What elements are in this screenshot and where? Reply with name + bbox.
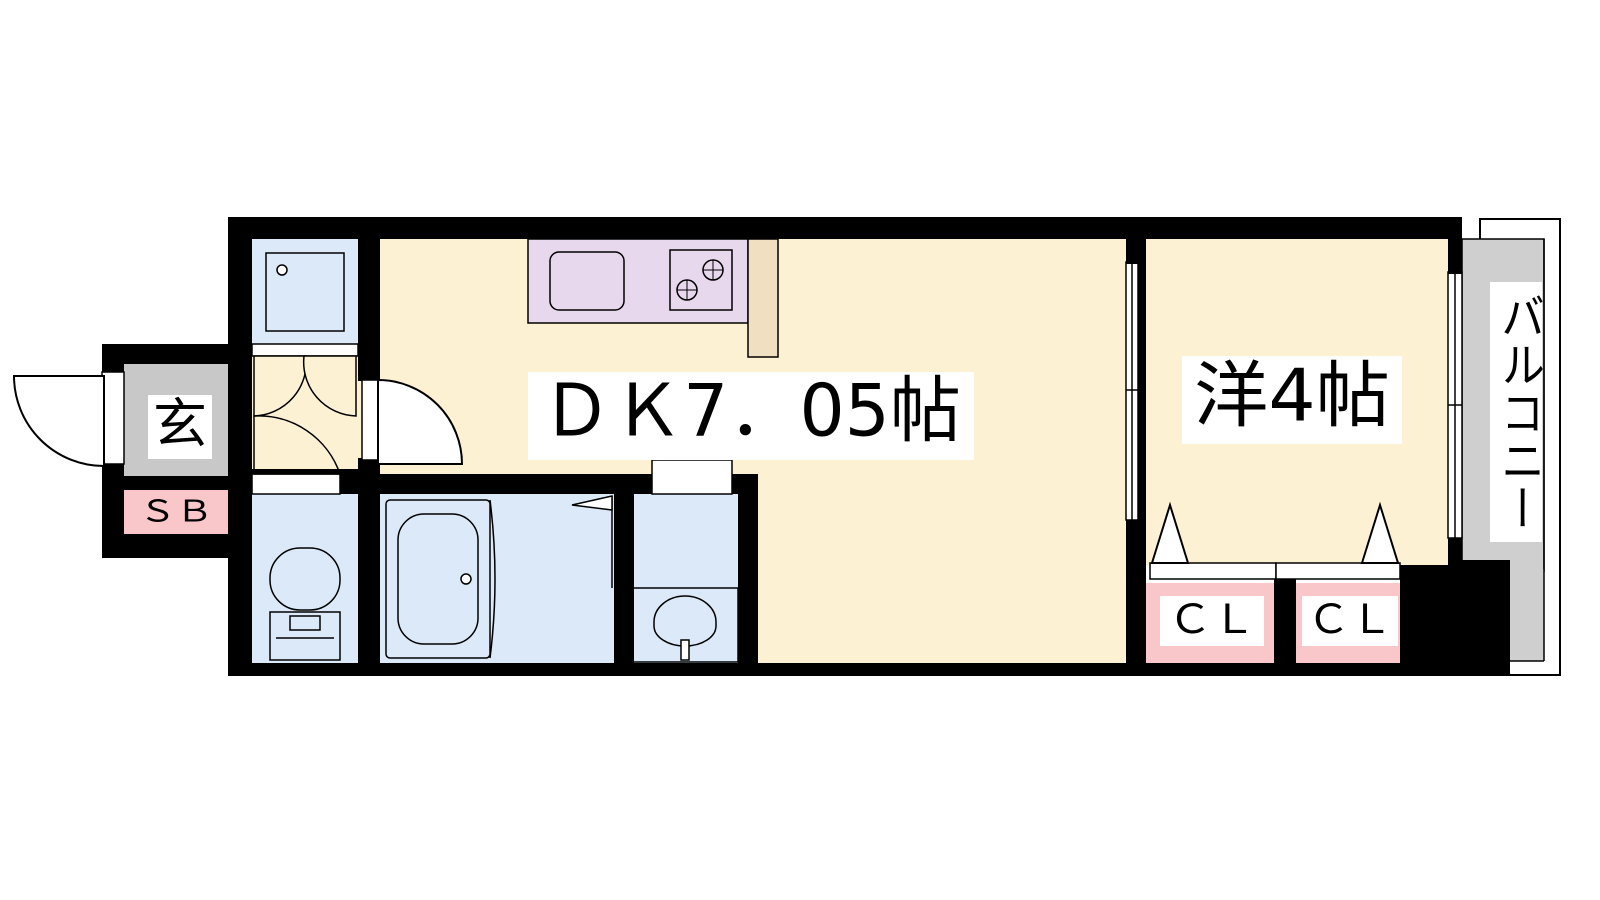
closet-door-right-icon (1360, 501, 1400, 564)
balcony-window[interactable] (1447, 271, 1463, 539)
sink-icon (549, 251, 625, 311)
shoe-box-label: ＳＢ (139, 495, 213, 530)
closet-left-rail (1149, 562, 1277, 580)
door-openings (251, 343, 733, 495)
washroom (631, 494, 739, 663)
western-room-label: 洋4帖 (1194, 354, 1390, 438)
closet-right-rail (1275, 562, 1401, 580)
closet-right-label-inner (1302, 596, 1398, 646)
bathroom (380, 494, 614, 663)
structural-post (747, 238, 779, 358)
shoe-box-label-bg (124, 490, 228, 534)
dk-door-icon[interactable] (377, 378, 464, 465)
closet-divider (1274, 565, 1296, 663)
entrance-label: 玄 (153, 393, 207, 456)
sliding-door[interactable] (1125, 261, 1139, 521)
interior-walls (228, 239, 1462, 663)
dk-label-bg (528, 372, 974, 460)
closet-left-label: ＣＬ (1168, 597, 1256, 643)
entry-door-icon[interactable] (12, 375, 105, 468)
balcony-label: バルコニー (1493, 292, 1544, 532)
dk-room-label: ＤＫ7．05帖 (541, 369, 961, 453)
entrance-label-bg (148, 395, 212, 459)
washing-machine-space (252, 239, 358, 344)
toilet-door-icon[interactable] (253, 415, 342, 475)
closet-door-left-icon (1150, 501, 1190, 564)
toilet-room (252, 494, 358, 663)
kitchen-counter (527, 238, 749, 324)
balcony-label-bg (1490, 282, 1542, 542)
closet-left-label-inner (1160, 596, 1264, 646)
stove-icon (669, 249, 733, 311)
closet-right-label: ＣＬ (1307, 597, 1393, 643)
western-label-bg (1182, 356, 1402, 444)
washroom-door-right-icon[interactable] (302, 355, 357, 417)
